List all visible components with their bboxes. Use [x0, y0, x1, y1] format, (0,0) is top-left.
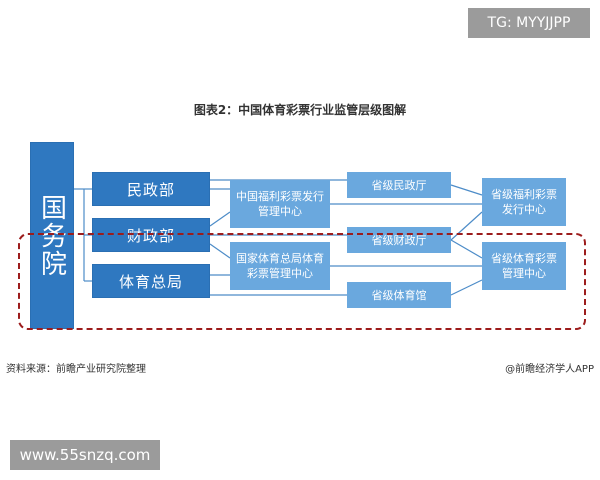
dept-sports: 体育总局	[92, 264, 210, 298]
diagram-title: 图表2：中国体育彩票行业监管层级图解	[193, 103, 407, 117]
caizheng-to-center1	[209, 211, 231, 227]
prov2-to-pcenter1	[450, 211, 483, 241]
state-council-box: 国务院	[30, 142, 74, 329]
watermark-top: TG: MYYJJPP	[468, 8, 590, 38]
prov-finance: 省级财政厅	[347, 227, 451, 253]
highlight-dashed-frame	[18, 233, 586, 330]
prov-sports: 省级体育馆	[347, 282, 451, 308]
prov2-to-pcenter2	[450, 239, 483, 259]
watermark-bottom: www.55snzq.com	[10, 440, 160, 470]
prov-welfare-lottery-center: 省级福利彩票发行中心	[482, 178, 566, 226]
prov-sports-lottery-center: 省级体育彩票管理中心	[482, 242, 566, 290]
center-welfare-lottery: 中国福利彩票发行管理中心	[230, 180, 330, 228]
publisher-note: @前瞻经济学人APP	[505, 364, 594, 375]
prov-civil-affairs: 省级民政厅	[347, 172, 451, 198]
center-sports-lottery: 国家体育总局体育彩票管理中心	[230, 242, 330, 290]
dept-finance: 财政部	[92, 218, 210, 252]
prov1-to-pcenter1	[450, 184, 483, 196]
dept-civil-affairs: 民政部	[92, 172, 210, 206]
caizheng-to-center2	[209, 243, 231, 259]
prov3-to-pcenter2	[450, 279, 483, 296]
source-note: 资料来源：前瞻产业研究院整理	[6, 364, 146, 375]
